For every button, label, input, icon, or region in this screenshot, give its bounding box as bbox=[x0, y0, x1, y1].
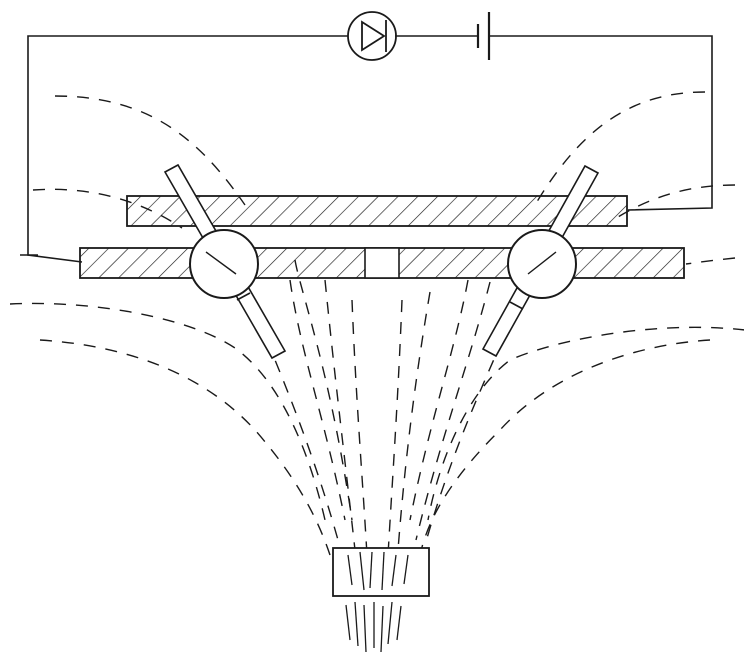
wire-left bbox=[27, 35, 348, 263]
field-line bbox=[409, 279, 469, 521]
left-ball bbox=[189, 229, 259, 299]
field-line bbox=[9, 302, 326, 521]
field-line bbox=[39, 339, 331, 556]
field-line bbox=[534, 91, 706, 206]
field-line bbox=[294, 259, 353, 521]
lower-plate bbox=[79, 247, 685, 279]
field-line bbox=[609, 184, 736, 223]
bottom-block bbox=[332, 547, 430, 597]
circuit bbox=[20, 35, 713, 263]
field-line bbox=[351, 299, 368, 556]
field-line bbox=[427, 326, 744, 521]
field-line bbox=[54, 95, 246, 206]
battery-icon bbox=[476, 12, 491, 60]
field-line bbox=[415, 281, 491, 541]
diode-icon bbox=[347, 11, 397, 61]
plate-center-window bbox=[364, 247, 400, 279]
balls bbox=[189, 229, 577, 299]
field-line bbox=[419, 339, 711, 556]
field-line bbox=[324, 279, 356, 551]
field-line bbox=[387, 299, 403, 556]
wire-right bbox=[488, 35, 713, 211]
right-ball bbox=[507, 229, 577, 299]
field-lines bbox=[9, 91, 744, 556]
field-line bbox=[685, 257, 736, 265]
field-line bbox=[397, 291, 431, 551]
field-line bbox=[289, 279, 346, 521]
spray-lines bbox=[345, 601, 402, 653]
